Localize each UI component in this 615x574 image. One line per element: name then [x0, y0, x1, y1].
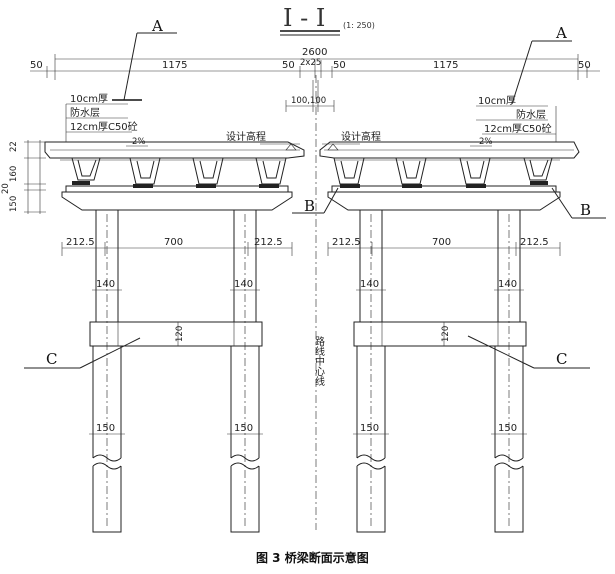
girder-height-label: 160: [9, 166, 19, 182]
left-deck: 2% 设计高程: [44, 130, 305, 188]
leader-c-right: C: [467, 335, 590, 369]
right-margin-label: 50: [578, 60, 591, 71]
label-a-left: A: [151, 17, 163, 35]
deck-height-label: 22: [9, 141, 19, 152]
mid-right-label: 50: [333, 60, 346, 71]
right-waterproof: 防水层: [516, 108, 546, 121]
right-concrete: 12cm厚C50砼: [484, 122, 552, 135]
left-design-elevation: 设计高程: [226, 130, 266, 143]
right-overhang-l: 212.5: [332, 237, 361, 248]
left-overhang-r: 212.5: [254, 237, 283, 248]
left-layer-notes: 10cm厚 防水层 12cm厚C50砼: [65, 93, 138, 142]
label-b-right: B: [580, 201, 591, 219]
right-pier-dims: 212.5 700 212.5: [327, 237, 561, 256]
overall-dimension: 2600: [54, 47, 579, 80]
left-waterproof: 防水层: [70, 106, 100, 119]
label-a-right: A: [555, 24, 567, 42]
left-span-label: 1175: [162, 60, 187, 71]
left-pier-dims: 212.5 700 212.5: [61, 237, 293, 256]
center-gap-label: 2x25: [300, 58, 321, 68]
column-width-dims: 140 140 140 140: [92, 279, 524, 291]
center-offset-dimension: 100,100: [285, 80, 335, 112]
right-layer-top: 10cm厚: [478, 95, 516, 107]
figure-caption: 图 3 桥梁断面示意图: [256, 550, 369, 565]
section-scale: (1: 250): [343, 21, 375, 30]
label-c-left: C: [46, 350, 57, 368]
left-slope-label: 2%: [132, 137, 146, 147]
right-span-label: 1175: [433, 60, 458, 71]
leader-b-right: B: [551, 187, 606, 219]
leader-b-left: B: [292, 187, 339, 215]
center-offset-label: 100,100: [291, 96, 326, 106]
section-title: I - I: [283, 4, 325, 32]
mid-left-label: 50: [282, 60, 295, 71]
left-layer-top: 10cm厚: [70, 93, 108, 105]
pile-width-dims: 150 150 150 150: [89, 423, 527, 435]
leader-a-left: A: [112, 17, 177, 101]
left-pier-spacing: 700: [164, 237, 183, 248]
leader-c-left: C: [24, 337, 141, 369]
col-width-3: 140: [360, 279, 379, 290]
pile-width-2: 150: [234, 423, 253, 434]
right-cap-beam: [327, 185, 561, 211]
right-design-elevation: 设计高程: [341, 130, 381, 143]
col-width-4: 140: [498, 279, 517, 290]
right-tie-beam: 120: [353, 321, 527, 347]
total-width-label: 2600: [302, 47, 327, 58]
pile-width-1: 150: [96, 423, 115, 434]
left-overhang-l: 212.5: [66, 237, 95, 248]
label-c-right: C: [556, 350, 567, 368]
right-slope-label: 2%: [479, 137, 493, 147]
pile-width-3: 150: [360, 423, 379, 434]
leader-a-right: A: [511, 24, 572, 105]
col-width-2: 140: [234, 279, 253, 290]
label-b-left: B: [304, 197, 315, 215]
left-margin-label: 50: [30, 60, 43, 71]
right-tie-height: 120: [441, 326, 451, 342]
pile-width-4: 150: [498, 423, 517, 434]
left-tie-beam: 120: [89, 321, 263, 347]
right-pier-spacing: 700: [432, 237, 451, 248]
capbeam-height-label: 150: [9, 196, 19, 212]
left-concrete: 12cm厚C50砼: [70, 120, 138, 133]
right-overhang-r: 212.5: [520, 237, 549, 248]
columns: [95, 209, 521, 528]
bearing-height-label: 20: [1, 183, 11, 194]
piles: [92, 346, 524, 533]
left-tie-height: 120: [175, 326, 185, 342]
left-cap-beam: [61, 185, 293, 211]
col-width-1: 140: [96, 279, 115, 290]
left-height-dims: 22 160 20 150: [1, 140, 46, 214]
span-dimension: 50 1175 50 2x25 50 1175 50: [30, 58, 600, 78]
right-deck: 2% 设计高程: [319, 130, 580, 188]
centerline-text: 路线中心线: [313, 335, 325, 386]
right-layer-notes: 10cm厚 防水层 12cm厚C50砼: [476, 95, 557, 142]
